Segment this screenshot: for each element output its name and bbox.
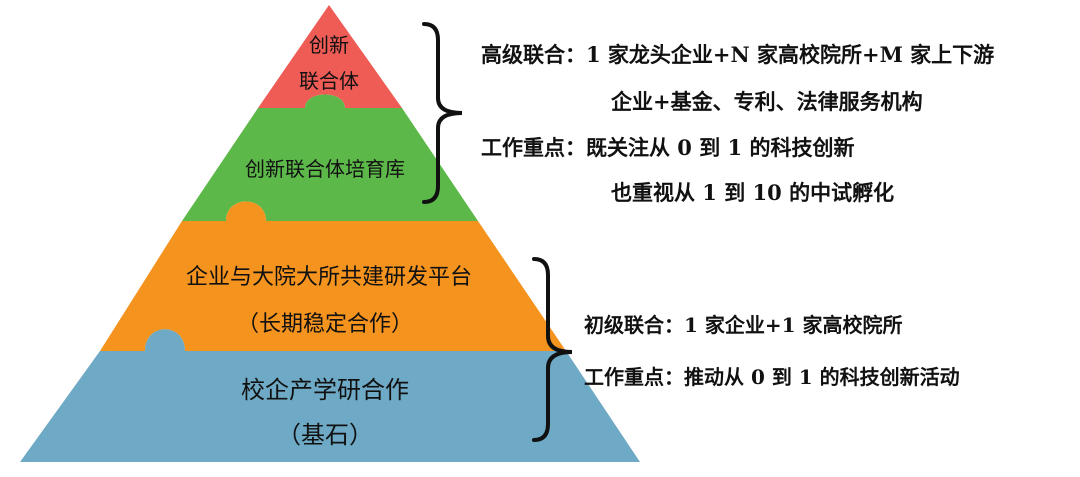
tier-second-label: 创新联合体培育库 [245,157,405,181]
tier-top-label-line1: 创新 [309,33,349,57]
tier-third-label-line2: （长期稳定合作） [237,312,413,337]
advanced-focus-text-cont: 也重视从 1 到 10 的中试孵化 [611,180,895,205]
tier-base-label-line2: （基石） [277,421,373,449]
advanced-union-text: 高级联合：1 家龙头企业+N 家高校院所+M 家上下游 [481,42,995,67]
tier-third-label-line1: 企业与大院大所共建研发平台 [186,265,472,290]
lower-curly-brace [532,257,573,442]
advanced-focus-text: 工作重点：既关注从 0 到 1 的科技创新 [481,135,855,160]
pyramid-tier-third [100,201,566,351]
tier-top-label-line2: 联合体 [299,69,359,93]
pyramid-tier-top [258,5,402,108]
upper-curly-brace [422,22,463,204]
pyramid-tier-second [182,94,478,221]
primary-focus-text: 工作重点：推动从 0 到 1 的科技创新活动 [584,365,960,389]
tier-base-label-line1: 校企产学研合作 [241,376,409,404]
pyramid-tier-base [20,329,640,462]
primary-union-text: 初级联合：1 家企业+1 家高校院所 [584,313,903,337]
advanced-union-text-cont: 企业+基金、专利、法律服务机构 [611,89,923,114]
